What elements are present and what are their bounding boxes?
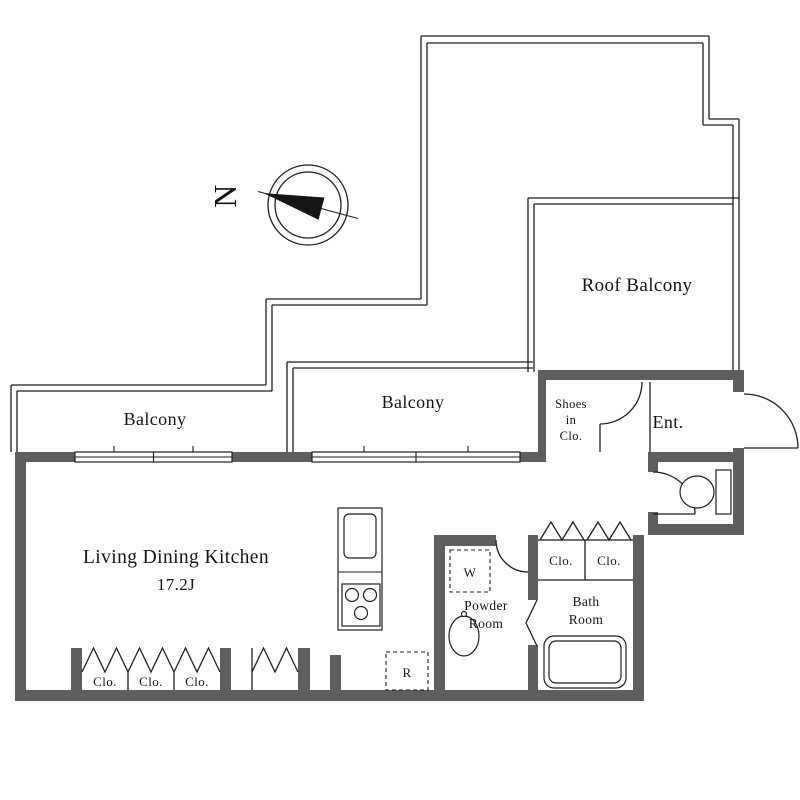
- fridge-label: R: [402, 665, 411, 680]
- balcony-left-label: Balcony: [124, 409, 187, 429]
- closet-bifold-door: [173, 646, 221, 674]
- roof-balcony-label: Roof Balcony: [582, 275, 693, 296]
- closet-label: Clo.: [549, 553, 573, 568]
- doors: [81, 381, 799, 674]
- closet-bifold-door: [251, 646, 299, 674]
- compass: N: [207, 164, 359, 246]
- sliding-windows: [74, 446, 521, 463]
- interior-partitions: [127, 382, 651, 690]
- compass-north-label: N: [207, 184, 243, 208]
- balcony-rails: [10, 35, 740, 452]
- compass-inner-circle: [274, 171, 342, 239]
- shoes-closet-door-arc: [599, 381, 643, 425]
- powder-room-label-2: Room: [469, 616, 504, 631]
- shoes-closet-label-1: Shoes: [555, 397, 587, 411]
- room-labels: Roof Balcony Balcony Balcony Living Dini…: [83, 275, 693, 689]
- closet-bifold-door: [539, 520, 585, 542]
- living-size-label: 17.2J: [157, 575, 195, 594]
- toilet-tank: [715, 469, 732, 515]
- bath-room-label-1: Bath: [572, 594, 599, 609]
- kitchen-sink: [343, 513, 377, 559]
- toilet-bowl: [679, 475, 715, 509]
- toilet-fixture: [679, 469, 732, 515]
- closet-bifold-door: [127, 646, 175, 674]
- walls: [15, 370, 744, 701]
- closet-label: Clo.: [185, 674, 209, 689]
- bathtub: [543, 635, 627, 689]
- entrance-label: Ent.: [652, 412, 683, 432]
- fridge-box: [385, 651, 429, 691]
- entrance-door-arc: [743, 393, 799, 449]
- bath-folding-door: [525, 599, 538, 647]
- washer-label: W: [464, 565, 477, 580]
- closet-bifold-door: [586, 520, 632, 542]
- closet-bifold-door: [81, 646, 129, 674]
- shoes-closet-label-3: Clo.: [560, 429, 583, 443]
- closet-label: Clo.: [597, 553, 621, 568]
- compass-needle: [263, 193, 325, 220]
- compass-outer-circle: [267, 164, 349, 246]
- shoes-closet-label-2: in: [566, 413, 577, 427]
- powder-room-label-1: Powder: [464, 598, 508, 613]
- closet-label: Clo.: [93, 674, 117, 689]
- living-label: Living Dining Kitchen: [83, 547, 269, 568]
- washbasin: [448, 610, 480, 657]
- closet-label: Clo.: [139, 674, 163, 689]
- kitchen-counter: [337, 507, 383, 631]
- washer-box: [449, 549, 491, 593]
- bath-room-label-2: Room: [569, 612, 604, 627]
- balcony-mid-label: Balcony: [382, 392, 445, 412]
- powder-door-arc: [495, 539, 529, 573]
